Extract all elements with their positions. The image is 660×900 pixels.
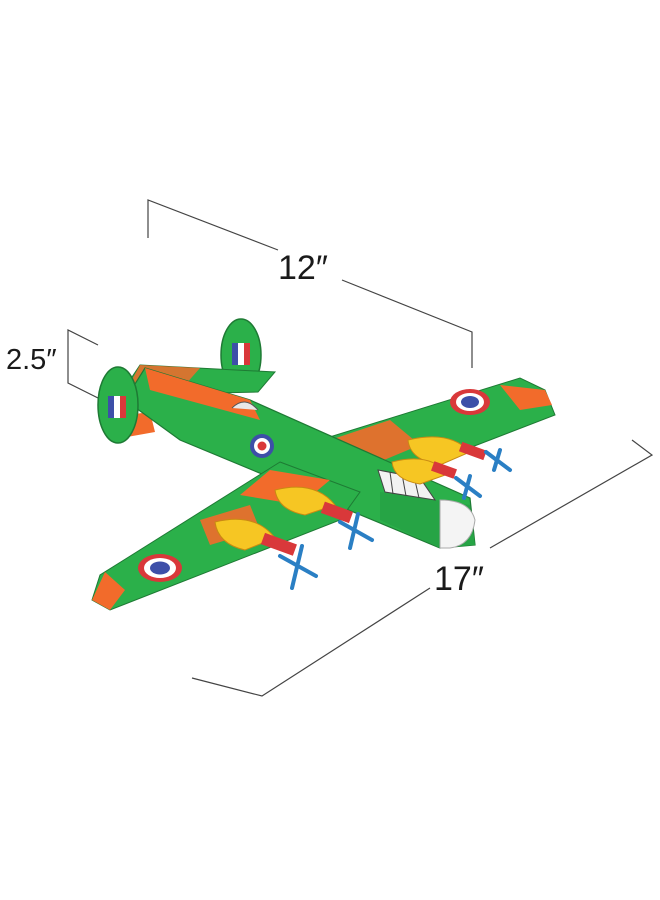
propellers [278,448,512,590]
wingspan-label: 17″ [434,560,484,598]
length-dimension-line-left [147,199,279,251]
wingspan-dimension-line-left [191,587,431,697]
engines [214,436,487,556]
length-label: 12″ [278,249,328,287]
foam-airplane [91,318,556,611]
height-label: 2.5″ [6,344,57,376]
height-dimension-line [67,329,99,399]
dimension-lines [67,199,654,697]
length-dimension-line-right [341,279,473,368]
fuselage [124,367,476,549]
wingspan-dimension-line-right [489,439,654,549]
tail-fin-front [97,366,139,444]
